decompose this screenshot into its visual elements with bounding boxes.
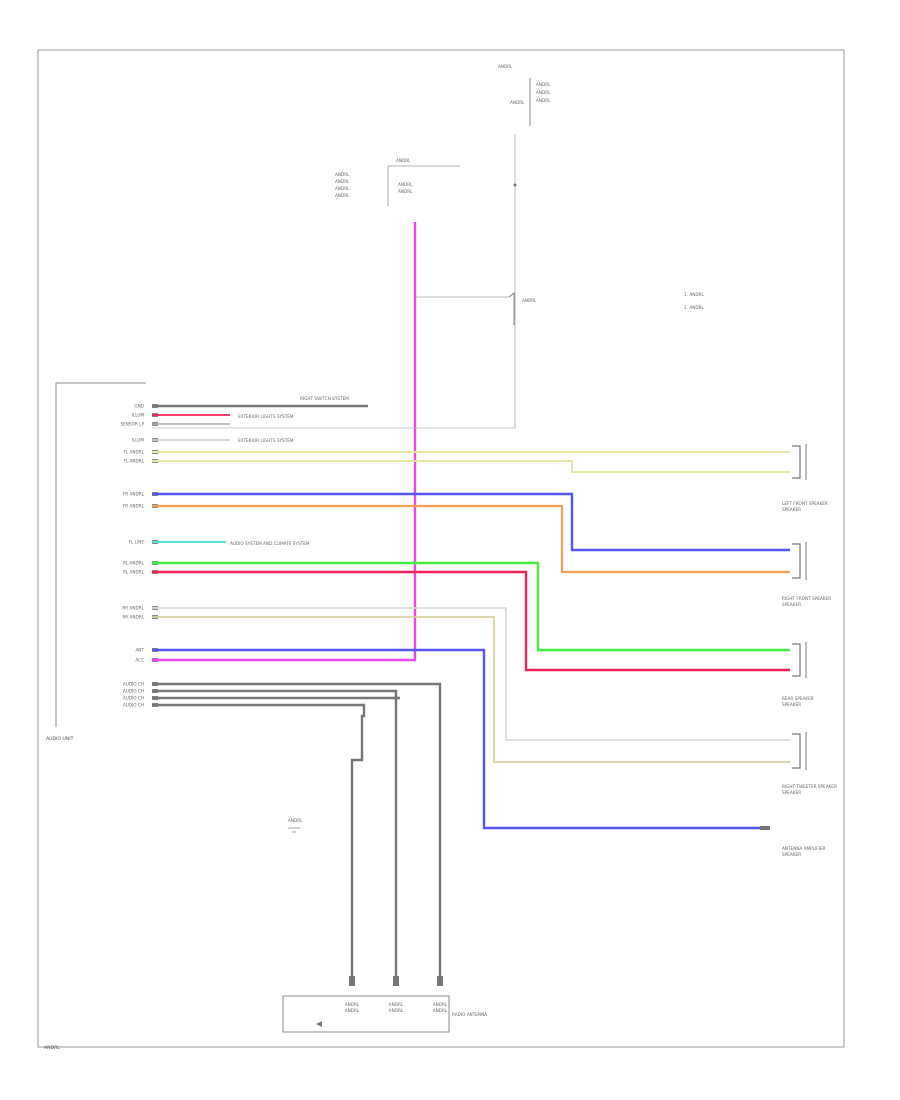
relay-label: ANDRL <box>522 298 537 303</box>
diagram-frame <box>37 49 845 1048</box>
ground-icon <box>288 827 300 833</box>
unit-pin-label: ANT <box>135 648 144 653</box>
wire-pink-acc <box>152 222 417 662</box>
units-note-1: 1. ANDRL <box>684 292 704 297</box>
antenna-pin-label: ANDRL <box>345 1002 360 1007</box>
unit-pin-label: ILLUM <box>132 438 145 443</box>
speaker-sublabel: SPEAKER <box>782 507 801 512</box>
junction-fuse-2: ANDRL <box>398 189 413 194</box>
wire-orange-rf <box>152 504 790 574</box>
footer-code: ANDRL <box>44 1045 60 1051</box>
unit-pin-label: ACC <box>135 658 144 663</box>
unit-pin-label: FL LINE <box>129 540 145 545</box>
unit-pin-label: FL ANDRL <box>123 450 144 455</box>
antenna-pin-sublabel: ANDRL <box>389 1008 404 1013</box>
speaker-sublabel: SPEAKER <box>782 852 801 857</box>
fuse-detail: ANDRL <box>510 100 525 105</box>
wire-yellow-lf-2 <box>152 460 790 473</box>
speaker-label: RIGHT TWEETER SPEAKER <box>782 784 837 789</box>
junction-line-3: ANDRL <box>335 186 350 191</box>
ground-block-label: ANDRL <box>288 818 303 823</box>
fuse-node <box>513 183 517 187</box>
junction-label: ANDRL <box>396 158 411 163</box>
antenna-pin-label: ANDRL <box>433 1002 448 1007</box>
unit-pin-label: AUDIO CH <box>123 689 144 694</box>
unit-pin-label: RR ANDRL <box>122 615 144 620</box>
unit-pin-labels: GND ILLUM SENSOR LP ILLUM FL ANDRL FL ANDRL FR… <box>121 404 158 708</box>
speaker-icon <box>792 643 801 677</box>
speaker-sublabel: SPEAKER <box>782 702 801 707</box>
wire-lightgray-tweeter <box>152 607 790 741</box>
wire-note-right-switch: RIGHT SWITCH SYSTEM <box>300 396 349 401</box>
unit-pin-label: RL ANDRL <box>123 561 145 566</box>
antenna-arrow-icon <box>316 1021 322 1027</box>
speaker-icon <box>792 733 801 769</box>
unit-pin-label: FL ANDRL <box>123 459 144 464</box>
antenna-pin-sublabel: ANDRL <box>345 1008 360 1013</box>
unit-pin-label: RR ANDRL <box>122 606 144 611</box>
speaker-label: LEFT FRONT SPEAKER <box>782 501 828 506</box>
units-note-2: 2. ANDRL <box>684 305 704 310</box>
relay-symbol <box>508 292 515 325</box>
wire-note-audio-climate: AUDIO SYSTEM AND CLIMATE SYSTEM <box>230 541 310 546</box>
unit-pin-label: FR ANDRL <box>123 504 145 509</box>
unit-pin-label: ILLUM <box>132 413 145 418</box>
speaker-label: REAR SPEAKER <box>782 696 814 701</box>
speaker-icon <box>792 543 801 579</box>
speaker-label: ANTENNA AMPLIFIER <box>782 846 826 851</box>
speaker-sublabel: SPEAKER <box>782 602 801 607</box>
unit-pin-label: RL ANDRL <box>123 570 145 575</box>
audio-unit-label: AUDIO UNIT <box>46 736 74 742</box>
wire-blue-antenna <box>152 648 760 830</box>
antenna-amp-icon <box>760 826 770 830</box>
fuse-line-1: ANDRL <box>536 82 551 87</box>
wire-gray-ch2 <box>152 689 398 980</box>
radio-antenna-label: RADIO ANTENNA <box>452 1012 487 1017</box>
unit-pin-label: SENSOR LP <box>121 422 145 427</box>
unit-pin-label: AUDIO CH <box>123 682 144 687</box>
fuse-box-label: ANDRL <box>498 64 513 69</box>
antenna-pin-sublabel: ANDRL <box>433 1008 448 1013</box>
antenna-pin-label: ANDRL <box>389 1002 404 1007</box>
wire-tan-tweeter <box>152 616 790 763</box>
antenna-pin-terminal <box>437 976 443 986</box>
wire-green-rear <box>152 561 790 652</box>
fuse-line-2: ANDRL <box>536 90 551 95</box>
junction-line-1: ANDRL <box>335 172 350 177</box>
junction-line-4: ANDRL <box>335 193 350 198</box>
audio-unit-bracket <box>55 382 146 727</box>
wires-group <box>152 222 790 980</box>
speaker-sublabel: SPEAKER <box>782 790 801 795</box>
radio-antenna-box <box>282 995 450 1033</box>
wire-gray-ch1 <box>152 682 442 980</box>
fuse-line-3: ANDRL <box>536 98 551 103</box>
wire-blue-rf <box>152 492 790 552</box>
antenna-pin-terminal <box>349 976 355 986</box>
wire-gray-ch4 <box>152 703 366 980</box>
junction-fuse-1: ANDRL <box>398 182 413 187</box>
junction-bracket <box>387 165 460 206</box>
wire-note-exterior-2: EXTERIOR LIGHTS SYSTEM <box>238 438 294 443</box>
junction-line-2: ANDRL <box>335 179 350 184</box>
unit-pin-label: FR ANDRL <box>123 492 145 497</box>
speaker-icon <box>792 445 801 479</box>
unit-pin-label: AUDIO CH <box>123 703 144 708</box>
antenna-pin-terminal <box>393 976 399 986</box>
wire-note-exterior-1: EXTERIOR LIGHTS SYSTEM <box>238 414 294 419</box>
speaker-label: RIGHT FRONT SPEAKER <box>782 596 831 601</box>
unit-pin-label: GND <box>134 404 144 409</box>
unit-pin-label: AUDIO CH <box>123 696 144 701</box>
wire-red-rear <box>152 570 790 672</box>
